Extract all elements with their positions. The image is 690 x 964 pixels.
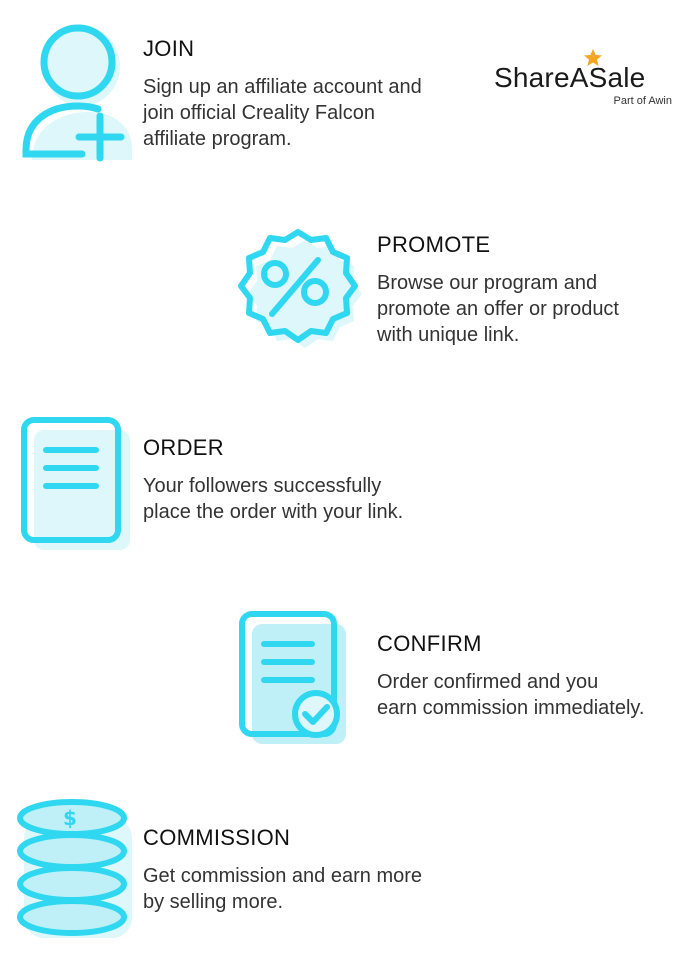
step-order: ORDER Your followers successfully place … (143, 435, 403, 525)
step-description: Browse our program and promote an offer … (377, 272, 619, 346)
star-icon (584, 49, 602, 66)
document-icon (21, 417, 130, 550)
logo-name: ShareASale (494, 62, 646, 93)
dollar-sign-icon: $ (63, 806, 77, 830)
step-title: ORDER (143, 435, 224, 460)
step-description: Sign up an affiliate account and join of… (143, 76, 422, 150)
step-title: JOIN (143, 36, 195, 61)
step-description: Get commission and earn more by selling … (143, 865, 423, 913)
shareasale-logo[interactable]: ShareASale Part of Awin (494, 48, 676, 112)
logo-subtitle: Part of Awin (613, 95, 673, 107)
step-title: PROMOTE (377, 232, 491, 257)
step-description: Order confirmed and you earn commission … (377, 671, 645, 719)
step-promote: PROMOTE Browse our program and promote a… (377, 232, 619, 348)
coin-stack-icon: $ (17, 799, 132, 938)
percent-badge-icon (238, 229, 362, 348)
user-add-icon (22, 24, 132, 162)
document-check-icon (239, 611, 346, 744)
step-confirm: CONFIRM Order confirmed and you earn com… (377, 631, 645, 721)
step-join: JOIN Sign up an affiliate account and jo… (143, 36, 422, 152)
step-title: CONFIRM (377, 631, 482, 656)
step-title: COMMISSION (143, 825, 291, 850)
step-commission: COMMISSION Get commission and earn more … (143, 825, 422, 915)
step-description: Your followers successfully place the or… (143, 475, 404, 523)
